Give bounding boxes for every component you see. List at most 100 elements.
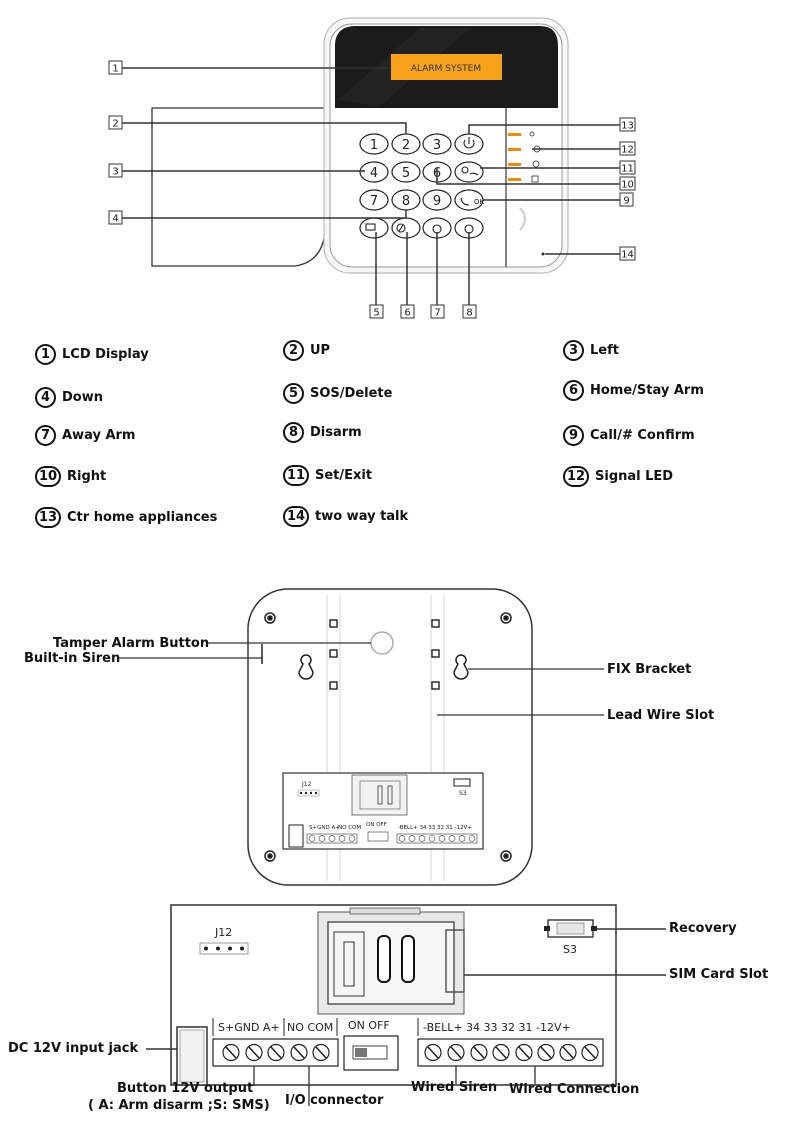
callout-8: 8 (466, 308, 472, 319)
legend-label: Set/Exit (315, 468, 373, 483)
fix-bracket (298, 654, 314, 680)
key-7-label: 7 (370, 194, 378, 209)
key-5-label: 5 (402, 166, 410, 181)
legend-label: Disarm (310, 425, 362, 440)
key-1[interactable] (359, 133, 389, 155)
label-wired-siren: Wired Siren (411, 1080, 498, 1095)
key-sos[interactable] (359, 217, 389, 239)
legend-item: 10 Right (35, 466, 106, 487)
key-9[interactable] (422, 189, 452, 211)
key-8-label: 8 (402, 194, 410, 209)
led-home (508, 148, 521, 151)
j12-header (199, 942, 249, 955)
label-slot: Lead Wire Slot (607, 708, 715, 723)
legend-label: Home/Stay Arm (590, 383, 704, 398)
key-1-label: 1 (370, 138, 378, 153)
legend-number: 5 (283, 383, 304, 404)
fix-bracket (453, 654, 469, 680)
callout-6: 6 (404, 308, 410, 319)
lcd-label-text: ALARM SYSTEM (411, 64, 481, 74)
callout-11: 11 (621, 164, 634, 175)
legend-item: 6 Home/Stay Arm (563, 380, 704, 401)
callout-12: 12 (621, 145, 634, 156)
board-detail-diagram: J12 S3 S+GND A+ NO COM ON OFF -BELL+ 34 … (146, 904, 666, 1106)
legend-number: 7 (35, 425, 56, 446)
label-wired-connection: Wired Connection (509, 1082, 640, 1097)
terminal-block-siren (417, 1038, 604, 1067)
legend-number: 11 (283, 465, 309, 486)
label-bracket: FIX Bracket (607, 662, 692, 677)
legend-item: 2 UP (283, 340, 330, 361)
legend-number: 6 (563, 380, 584, 401)
legend-item: 7 Away Arm (35, 425, 135, 446)
led-wifi (508, 133, 521, 136)
callout-1: 1 (112, 64, 118, 75)
key-4-label: 4 (370, 166, 378, 181)
small-switch: ON OFF (366, 822, 387, 828)
lcd-label (391, 54, 502, 80)
front-cover (151, 107, 328, 267)
sos-icon (365, 223, 376, 231)
legend-label: Signal LED (595, 469, 674, 484)
legend-number: 14 (283, 506, 309, 527)
terminal-label-left: S+GND A+ (218, 1021, 280, 1034)
label-dc-jack: DC 12V input jack (8, 1041, 139, 1056)
legend-number: 13 (35, 507, 61, 528)
small-s3 (453, 778, 471, 787)
legend-label: Right (67, 469, 107, 484)
legend-label: SOS/Delete (310, 386, 393, 401)
callout-9: 9 (623, 196, 629, 207)
legend-number: 10 (35, 466, 61, 487)
legend-number: 12 (563, 466, 589, 487)
key-7[interactable] (359, 189, 389, 211)
legend-item: 14 two way talk (283, 506, 408, 527)
key-home[interactable] (391, 217, 421, 239)
small-dc-jack (288, 824, 304, 848)
led-lock (508, 178, 521, 181)
legend-label: Away Arm (62, 428, 136, 443)
phone-icon (460, 197, 470, 206)
legend-number: 3 (563, 340, 584, 361)
small-j12: J12 (301, 781, 312, 788)
legend-item: 11 Set/Exit (283, 465, 372, 486)
legend-label: UP (310, 343, 331, 358)
key-2-label: 2 (402, 138, 410, 153)
key-4[interactable] (359, 161, 389, 183)
label-button-output-sub: ( A: Arm disarm ;S: SMS) (88, 1098, 270, 1113)
legend-number: 1 (35, 344, 56, 365)
key-3-label: 3 (433, 138, 441, 153)
legend-item: 5 SOS/Delete (283, 383, 392, 404)
key-5[interactable] (391, 161, 421, 183)
callout-5: 5 (373, 308, 379, 319)
small-sim-slot (351, 774, 408, 816)
legend-number: 8 (283, 422, 304, 443)
board-j12: J12 (214, 926, 232, 939)
legend-number: 2 (283, 340, 304, 361)
tamper-button[interactable] (370, 631, 394, 655)
small-terminals-left: S+GND A+ (309, 825, 340, 831)
key-3[interactable] (422, 133, 452, 155)
key-set[interactable] (454, 161, 484, 183)
legend-label: two way talk (315, 509, 409, 524)
label-tamper: Tamper Alarm Button (53, 636, 210, 651)
switch-label: ON OFF (348, 1019, 390, 1032)
keypad (359, 133, 484, 239)
back-view-diagram: J12 S3 S+GND A+ NO COM ON OFF -BELL+ 34 … (119, 588, 604, 886)
front-view-diagram: ALARM SYSTEM 1 2 3 4 5 6 7 8 9 (108, 17, 636, 319)
callout-7: 7 (434, 308, 440, 319)
settings-icon (461, 166, 469, 174)
small-terminals-right: -BELL+ 34 33 32 31 -12V+ (398, 825, 472, 831)
callout-3: 3 (112, 167, 118, 178)
ok-text: OK (474, 198, 485, 206)
key-9-label: 9 (433, 194, 441, 209)
home-icon (396, 223, 406, 233)
callout-14: 14 (621, 250, 634, 261)
label-button-output: Button 12V output (117, 1081, 254, 1096)
legend-number: 4 (35, 387, 56, 408)
legend-label: Ctr home appliances (67, 510, 218, 525)
board-s3: S3 (563, 943, 577, 956)
